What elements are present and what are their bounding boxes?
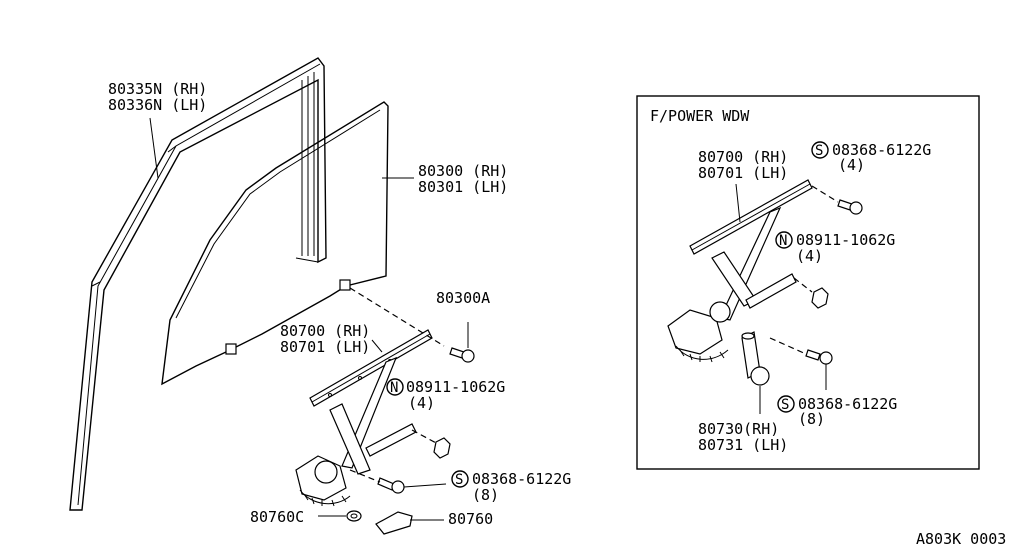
inset-label-regulator-lh: 80701 (LH) — [698, 164, 788, 182]
label-handle: 80760 — [448, 510, 493, 528]
label-glass-bolt: 80300A — [436, 289, 490, 307]
main-labels: 80335N (RH) 80336N (LH) 80300 (RH) 80301… — [108, 80, 571, 528]
label-run-channel-rh: 80335N (RH) — [108, 80, 207, 98]
run-channel-drawing — [69, 57, 327, 511]
label-nut-marker: N — [390, 380, 398, 396]
label-bolt-code: 08368-6122G — [472, 470, 571, 488]
inset-nut-marker: N — [779, 233, 787, 249]
door-glass-drawing — [161, 101, 389, 386]
inset-bolt-top-code: 08368-6122G — [832, 141, 931, 159]
inset-title: F/POWER WDW — [650, 107, 750, 125]
nut-circle-icon — [386, 378, 404, 396]
inset-power-window: F/POWER WDW 80700 (RH) 80701 (LH) S — [636, 95, 980, 470]
leader-lines — [149, 117, 469, 521]
inset-nut-circle-icon — [775, 231, 793, 249]
label-glass-rh: 80300 (RH) — [418, 162, 508, 180]
regulator-drawing — [295, 329, 433, 507]
label-bolt-marker: S — [455, 472, 463, 488]
diagram-code: A803K 0003 — [916, 530, 1006, 548]
inset-bolt-bottom-qty: (8) — [798, 410, 825, 428]
inset-frame — [636, 95, 980, 470]
inset-bolt-bottom-code: 08368-6122G — [798, 395, 897, 413]
inset-bolt-top-circle-icon — [811, 141, 829, 159]
label-run-channel-lh: 80336N (LH) — [108, 96, 207, 114]
inset-nut-code: 08911-1062G — [796, 231, 895, 249]
label-washer: 80760C — [250, 508, 304, 526]
label-glass-lh: 80301 (LH) — [418, 178, 508, 196]
inset-bolt-top-qty: (4) — [838, 156, 865, 174]
label-regulator-lh: 80701 (LH) — [280, 338, 370, 356]
inset-nut-qty: (4) — [796, 247, 823, 265]
label-nut-qty: (4) — [408, 394, 435, 412]
inset-label-motor-lh: 80731 (LH) — [698, 436, 788, 454]
inset-bolt-bottom-circle-icon — [777, 395, 795, 413]
label-nut-code: 08911-1062G — [406, 378, 505, 396]
bolt-circle-icon — [451, 470, 469, 488]
inset-label-motor-rh: 80730(RH) — [698, 420, 779, 438]
inset-bolt-bottom-marker: S — [781, 397, 789, 413]
label-regulator-rh: 80700 (RH) — [280, 322, 370, 340]
label-bolt-qty: (8) — [472, 486, 499, 504]
inset-label-regulator-rh: 80700 (RH) — [698, 148, 788, 166]
fastener-drawings — [346, 347, 475, 535]
inset-bolt-top-marker: S — [815, 143, 823, 159]
